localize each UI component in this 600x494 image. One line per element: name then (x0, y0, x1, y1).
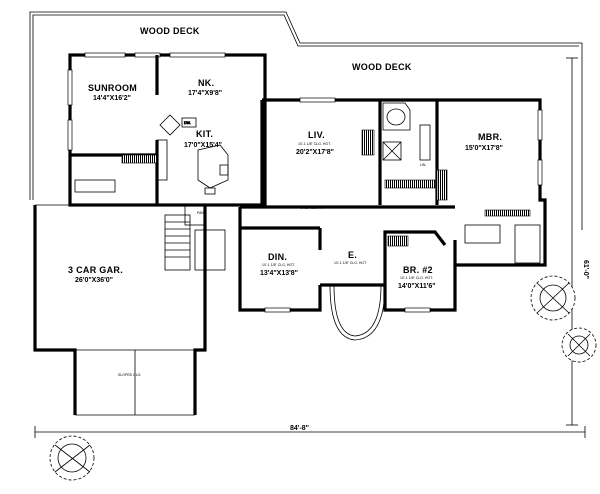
bedroom2-label: BR. #2 (403, 265, 433, 275)
master-size: 15'0"X17'8" (465, 145, 503, 152)
nook-size: 17'4"X9'8" (188, 90, 222, 97)
master-label: MBR. (478, 132, 502, 142)
living-room (240, 97, 455, 209)
garage-size: 26'0"X36'0" (75, 277, 113, 284)
dining-label: DIN. (268, 252, 287, 262)
living-ceiling: 10'-1 1/8" CLG. HGT. (298, 142, 331, 146)
dishwasher-label: DW. (184, 121, 191, 125)
kitchen-size: 17'0"X15'4" (184, 142, 222, 149)
entry-ceiling: 10'-1 1/8" CLG. HGT. (334, 261, 367, 265)
tree-icon (530, 275, 576, 321)
front-rooms (238, 207, 457, 341)
living-size: 20'2"X17'8" (296, 149, 334, 156)
kitchen-wing (67, 52, 267, 226)
entry-label: E. (348, 250, 357, 260)
kitchen-label: KIT. (196, 129, 213, 139)
stairs (164, 214, 226, 271)
bedroom2-ceiling: 10'-1 1/8" CLG. HGT. (400, 276, 433, 280)
dining-size: 13'4"X13'8" (260, 270, 298, 277)
linen-label: LIN. (420, 163, 426, 167)
garage-label: 3 CAR GAR. (68, 265, 123, 275)
garage (33, 204, 207, 416)
arch-soffit-label: ARCH SOFFIT (300, 206, 324, 210)
sunroom-label: SUNROOM (88, 83, 137, 93)
tree-icon (49, 435, 95, 481)
garage-sloped-note: SLOPED CLG. (118, 373, 141, 377)
deck-outline (29, 11, 583, 230)
width-dimension: 84'-8" (290, 425, 309, 432)
dimension-lines (34, 57, 586, 438)
sunroom-size: 14'4"X16'2" (93, 95, 131, 102)
depth-dimension: 61'-0" (582, 260, 589, 279)
living-label: LIV. (308, 130, 325, 140)
pantry-label: PAN. (197, 211, 205, 215)
deck-top-label: WOOD DECK (140, 26, 200, 36)
bedroom2-size: 14'0"X11'6" (398, 283, 436, 290)
tree-icon (561, 327, 597, 363)
nook-label: NK. (198, 78, 214, 88)
deck-right-label: WOOD DECK (352, 62, 412, 72)
dining-ceiling: 10'-1 1/8" CLG. HGT. (262, 263, 295, 267)
